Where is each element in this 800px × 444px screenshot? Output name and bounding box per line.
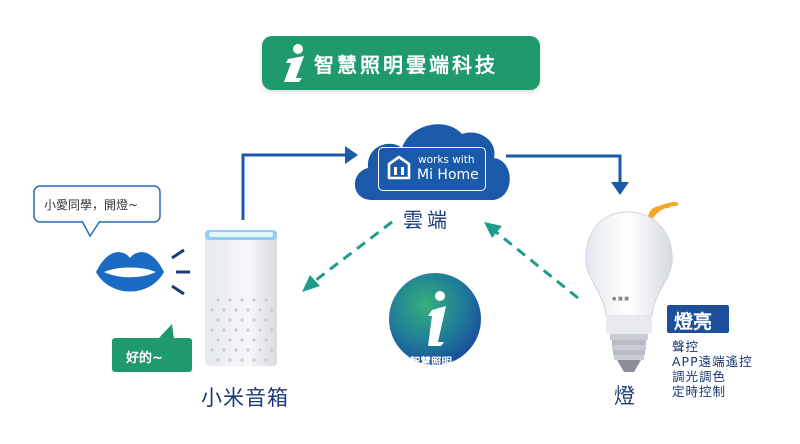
works-with-mi-home-badge: works with Mi Home [378, 147, 486, 191]
feature-item: APP遠端遙控 [672, 354, 753, 369]
arrow-lamp-to-cloud [484, 222, 579, 300]
speaker-label: 小米音箱 [201, 386, 289, 410]
light-bulb-image: ● ■ ■ [585, 211, 673, 372]
arrow-speaker-to-cloud [241, 146, 358, 220]
lamp-status-text: 燈亮 [674, 311, 713, 333]
lips-icon [96, 248, 190, 296]
lamp-label: 燈 [614, 384, 635, 408]
arrow-cloud-to-speaker [302, 220, 393, 292]
info-i-icon [284, 44, 304, 82]
badge-line-mi-home: Mi Home [417, 167, 479, 183]
lamp-feature-list: 聲控 APP遠端遙控 調光調色 定時控制 [672, 339, 753, 399]
cloud-shape [354, 124, 510, 200]
svg-text:● ■ ■: ● ■ ■ [612, 296, 629, 302]
title-banner: 智慧照明雲端科技 [262, 36, 540, 90]
speech-bubble [33, 185, 161, 238]
speech-bubble-text: 小愛同學，開燈~ [44, 198, 139, 212]
lamp-status-badge: 燈亮 [667, 305, 729, 333]
feature-item: 聲控 [672, 339, 700, 354]
badge-line-works-with: works with [418, 154, 475, 166]
feature-item: 調光調色 [672, 369, 727, 384]
reply-bubble [112, 324, 192, 372]
cloud-label: 雲端 [403, 208, 451, 232]
page-title: 智慧照明雲端科技 [314, 53, 498, 77]
reply-bubble-text: 好的~ [126, 351, 163, 366]
feature-item: 定時控制 [672, 384, 727, 399]
arrow-cloud-to-lamp [506, 154, 629, 195]
mi-home-icon [387, 155, 411, 180]
center-logo [389, 273, 481, 365]
center-logo-caption: 智慧照明 [410, 356, 452, 368]
smart-speaker-image [205, 230, 277, 366]
